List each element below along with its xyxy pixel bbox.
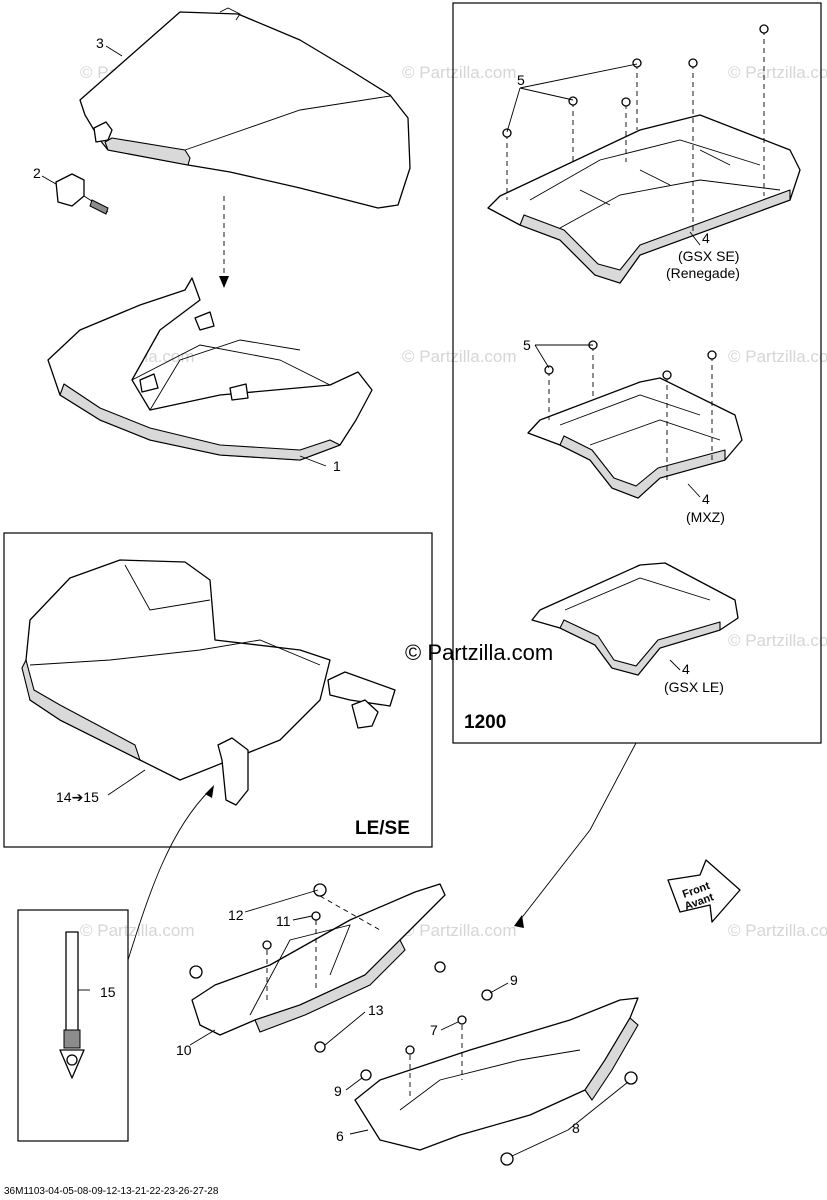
label-4a: 4 <box>702 230 710 246</box>
label-3: 3 <box>96 35 104 51</box>
engine-link-line <box>519 742 637 921</box>
side-panel-part-10 <box>191 883 446 1036</box>
strap-link-arrowhead <box>205 785 214 798</box>
label-12: 12 <box>228 907 244 923</box>
center-watermark: © Partzilla.com <box>405 640 553 665</box>
engine-box-title: 1200 <box>464 712 506 733</box>
assembly-arrowhead <box>219 276 229 288</box>
variant-box-title: LE/SE <box>355 818 410 839</box>
label-8: 8 <box>572 1120 580 1136</box>
windshield-le-se-part-14 <box>21 559 396 806</box>
label-2: 2 <box>33 165 41 181</box>
label-15: 15 <box>100 984 116 1000</box>
label-4a-sub1: (GSX SE) <box>678 248 739 264</box>
skid-plate-part-4-mxz <box>527 377 743 499</box>
label-5a: 5 <box>517 72 525 88</box>
engine-link-arrowhead <box>514 915 524 928</box>
label-4a-sub2: (Renegade) <box>666 265 740 281</box>
label-4b: 4 <box>702 491 710 507</box>
skid-plate-part-4-gsx-se <box>487 114 801 284</box>
strap-link-line <box>127 789 211 961</box>
engine-1200-box <box>452 2 822 744</box>
strap-part-15 <box>59 931 85 1079</box>
watermark: © Partzilla.com <box>402 921 517 940</box>
label-4c-sub: (GSX LE) <box>664 679 724 695</box>
label-4b-sub: (MXZ) <box>686 509 725 525</box>
fasteners-parts-7-8-9-11-12-13 <box>189 883 638 1166</box>
label-6: 6 <box>336 1128 344 1144</box>
label-5b: 5 <box>523 337 531 353</box>
side-panel-part-6 <box>354 997 639 1151</box>
screws-part-5-set-a <box>502 24 769 232</box>
screws-part-5-set-b <box>544 340 717 484</box>
windshield-part-3 <box>79 7 411 209</box>
le-se-box <box>3 532 433 848</box>
label-4c: 4 <box>682 661 690 677</box>
watermark: © Partzilla.com <box>728 921 827 940</box>
label-1: 1 <box>333 458 341 474</box>
clip-part-2 <box>55 173 109 215</box>
skid-plate-part-4-gsx-le <box>531 562 739 676</box>
part-labels: 3 2 1 5 4 (GSX SE) (Renegade) 5 4 (MXZ) … <box>33 35 740 1144</box>
label-14: 14➔15 <box>56 789 99 805</box>
watermark: © Partzilla.com <box>728 631 827 650</box>
front-direction-arrow: Front Avant <box>667 859 741 923</box>
label-7: 7 <box>430 1022 438 1038</box>
strap-box <box>17 909 129 1142</box>
label-11: 11 <box>276 913 291 929</box>
hood-part-1 <box>47 277 373 461</box>
label-13: 13 <box>368 1002 384 1018</box>
watermark: © Partzilla.com <box>402 63 517 82</box>
footer-code: 36M1103-04-05-08-09-12-13-21-22-23-26-27… <box>4 1186 219 1197</box>
watermark: © Partzilla.com <box>728 347 827 366</box>
leader-lines <box>41 45 701 1157</box>
label-10: 10 <box>176 1042 192 1058</box>
watermark: © Partzilla.com <box>402 347 517 366</box>
watermark: © Partzilla.com <box>728 63 827 82</box>
label-9a: 9 <box>510 972 518 988</box>
label-9b: 9 <box>334 1083 342 1099</box>
